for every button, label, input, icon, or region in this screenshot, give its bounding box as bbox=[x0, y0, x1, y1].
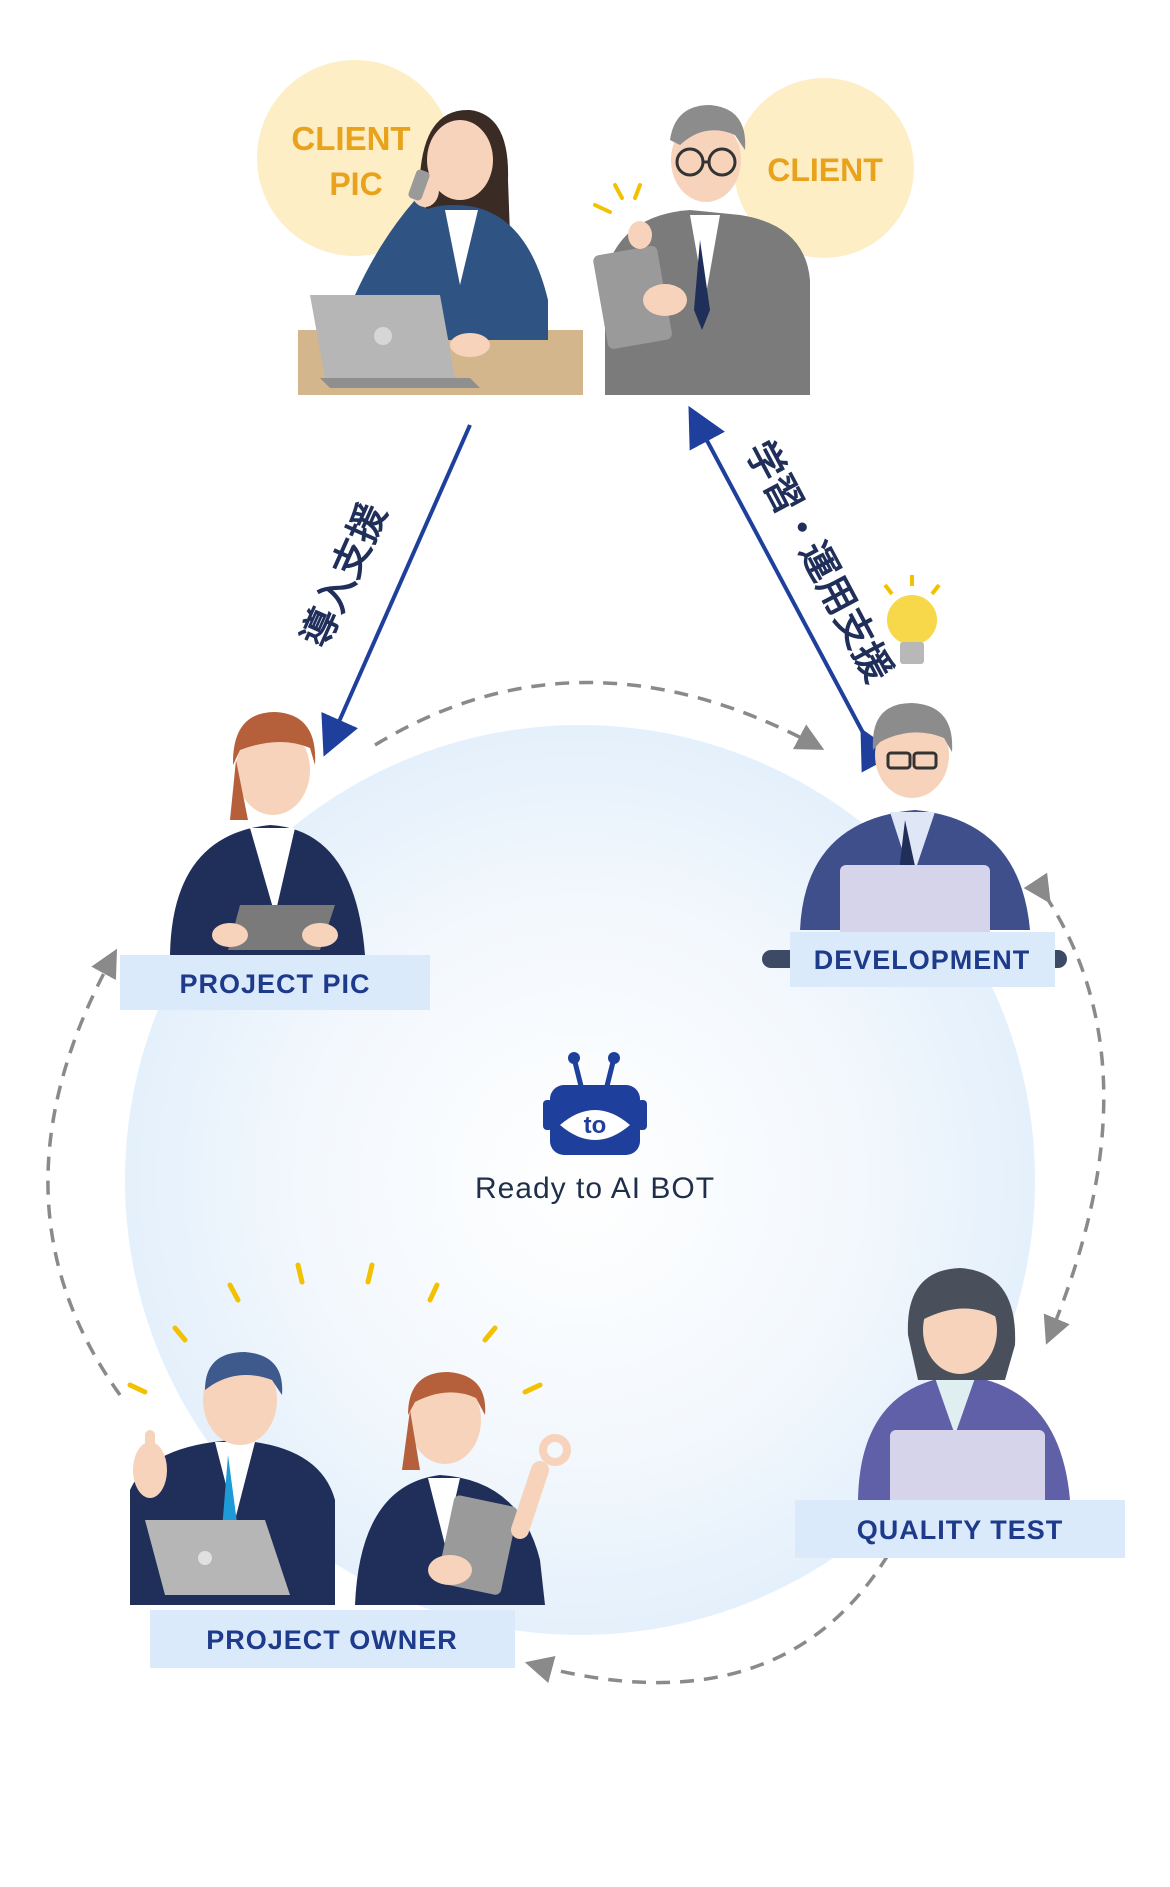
development-label-box bbox=[790, 932, 1055, 987]
project-pic-label: PROJECT PIC bbox=[179, 969, 370, 999]
development-label: DEVELOPMENT bbox=[814, 945, 1031, 975]
dashed-arrow-bottom bbox=[524, 1554, 890, 1685]
client-figure bbox=[593, 78, 914, 395]
quality-test-figure bbox=[858, 1268, 1070, 1505]
dashed-arrow-left bbox=[46, 948, 122, 1397]
development-figure bbox=[800, 575, 1030, 950]
project-owner-label-box bbox=[150, 1610, 515, 1668]
dashed-arrow-right bbox=[1023, 872, 1106, 1345]
client-circle bbox=[734, 78, 914, 258]
ai-bot-logo-icon bbox=[543, 1052, 647, 1155]
project-pic-figure bbox=[170, 712, 365, 955]
quality-test-label-box bbox=[795, 1500, 1125, 1558]
operation-support-arrow bbox=[688, 405, 897, 773]
project-owner-label: PROJECT OWNER bbox=[206, 1625, 458, 1655]
ai-bot-logo-text: to bbox=[584, 1112, 607, 1139]
client-pic-label-line1: CLIENT bbox=[291, 120, 410, 157]
dashed-arrow-top bbox=[374, 680, 825, 750]
client-pic-circle bbox=[257, 60, 453, 256]
intro-support-arrow bbox=[321, 424, 472, 757]
client-label: CLIENT bbox=[767, 152, 883, 188]
light-bulb-icon bbox=[883, 575, 941, 664]
client-pic-label-line2: PIC bbox=[329, 166, 382, 202]
quality-test-label: QUALITY TEST bbox=[857, 1515, 1064, 1545]
center-title: Ready to AI BOT bbox=[475, 1172, 715, 1205]
project-pic-label-box bbox=[120, 955, 430, 1010]
project-owner-figure bbox=[127, 1262, 571, 1605]
client-pic-figure bbox=[257, 60, 583, 395]
